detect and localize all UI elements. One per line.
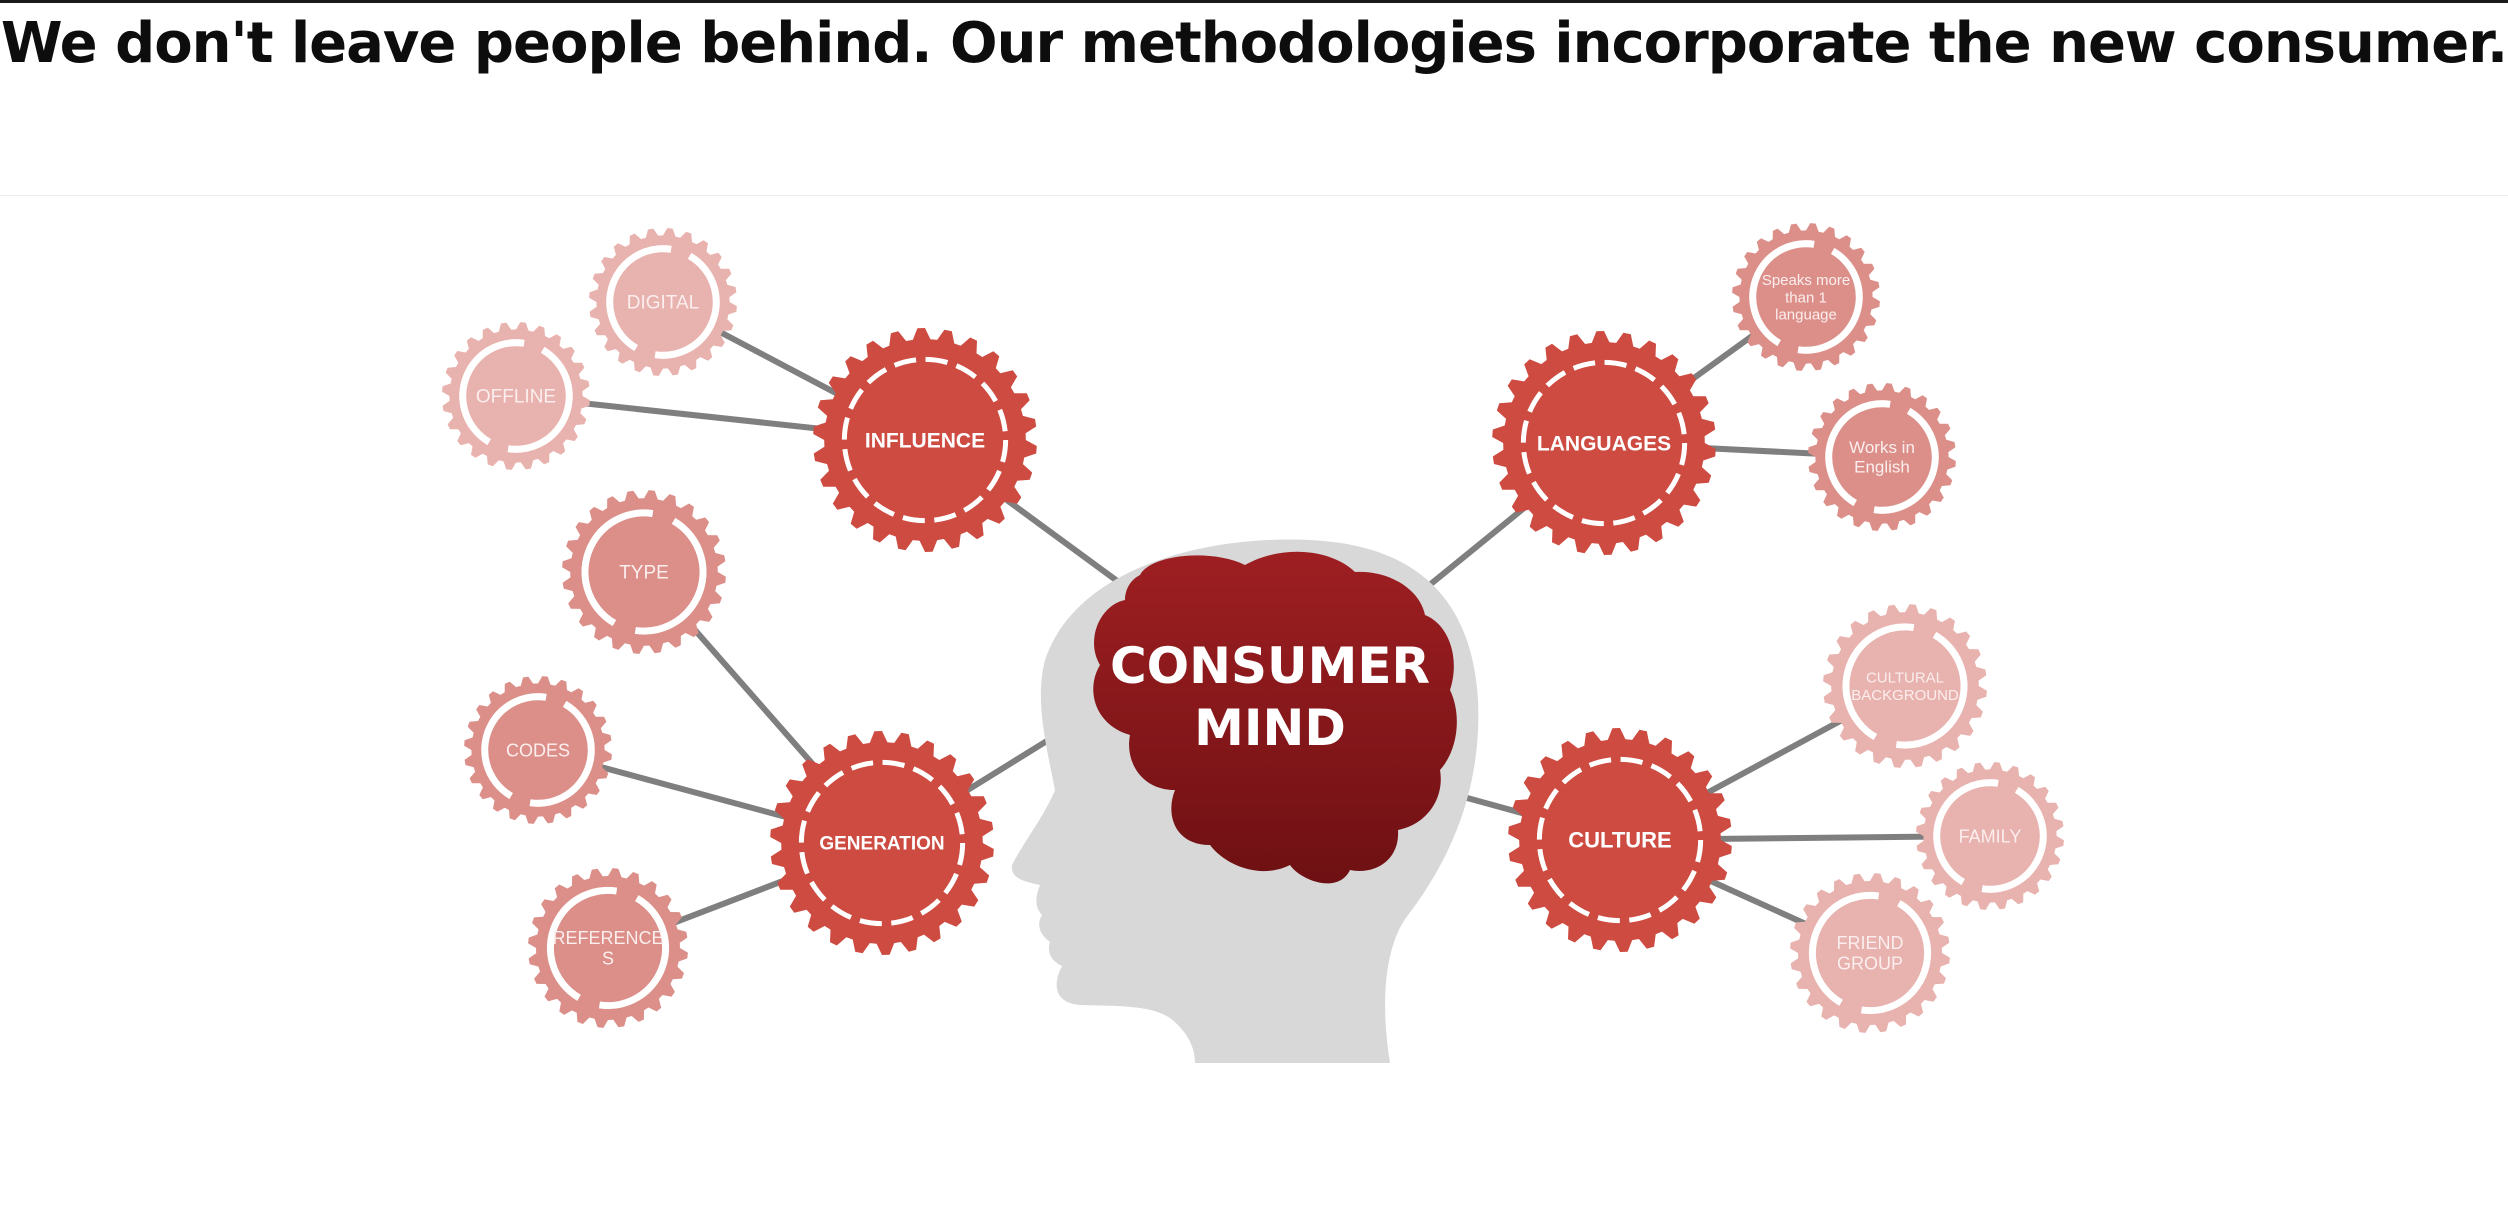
page-headline: We don't leave people behind. Our method… [0, 11, 2508, 76]
center-title-line2: MIND [1194, 699, 1346, 757]
gear-speaks-label: than 1 [1785, 289, 1827, 306]
gear-languages: LANGUAGES [1492, 331, 1716, 555]
top-rule [0, 0, 2508, 3]
gear-languages-ring [1520, 359, 1688, 527]
section-divider [0, 195, 2508, 196]
gear-generation-ring [798, 759, 966, 927]
gear-speaks-ring [1749, 240, 1863, 354]
gear-culture-label: CULTURE [1568, 828, 1671, 853]
center-title-line1: CONSUMER [1110, 637, 1430, 695]
gear-friend-label: FRIEND [1837, 933, 1904, 953]
gear-friend-ring [1808, 891, 1932, 1015]
gear-type-ring [581, 509, 707, 635]
gear-digital: DIGITAL [589, 228, 737, 376]
gear-offline-label: OFFLINE [476, 387, 556, 408]
gear-cultural-label: CULTURAL [1866, 670, 1944, 687]
gear-influence-ring [841, 356, 1009, 524]
brain-shape [1093, 551, 1457, 884]
gear-family-label: FAMILY [1959, 826, 2022, 846]
gear-speaks-label: language [1775, 307, 1837, 324]
gear-references-ring [546, 886, 670, 1010]
gear-type: TYPE [562, 490, 726, 654]
gear-references-label: REFERENCE [552, 928, 663, 948]
gear-references-label: S [602, 949, 614, 969]
gear-works-label: Works in [1849, 438, 1915, 457]
gear-speaks-label: Speaks more [1762, 272, 1850, 289]
gear-family-ring [1933, 779, 2047, 893]
gear-family: FAMILY [1916, 762, 2064, 910]
gear-generation: GENERATION [770, 731, 994, 955]
gear-offline: OFFLINE [442, 322, 590, 470]
gear-languages-label: LANGUAGES [1537, 432, 1671, 455]
gear-culture-ring [1536, 756, 1704, 924]
gear-offline-ring [459, 339, 573, 453]
gear-languages-body [1492, 331, 1716, 555]
gear-generation-body [770, 731, 994, 955]
gear-influence: INFLUENCE [813, 328, 1037, 552]
gear-codes: CODES [464, 676, 612, 824]
gear-generation-label: GENERATION [819, 834, 944, 855]
gear-cultural-label: BACKGROUND [1851, 687, 1959, 704]
gear-digital-label: DIGITAL [627, 293, 700, 314]
gear-codes-label: CODES [506, 740, 570, 760]
gear-digital-ring [606, 245, 720, 359]
gear-culture-body [1508, 728, 1732, 952]
gear-cultural-ring [1842, 623, 1968, 749]
gear-influence-label: INFLUENCE [865, 429, 985, 452]
gear-culture: CULTURE [1508, 728, 1732, 952]
gear-friend-label: GROUP [1837, 954, 1903, 974]
gear-works-ring [1825, 400, 1939, 514]
gear-influence-body [813, 328, 1037, 552]
gear-works-label: English [1854, 458, 1910, 477]
gear-type-label: TYPE [619, 563, 669, 584]
